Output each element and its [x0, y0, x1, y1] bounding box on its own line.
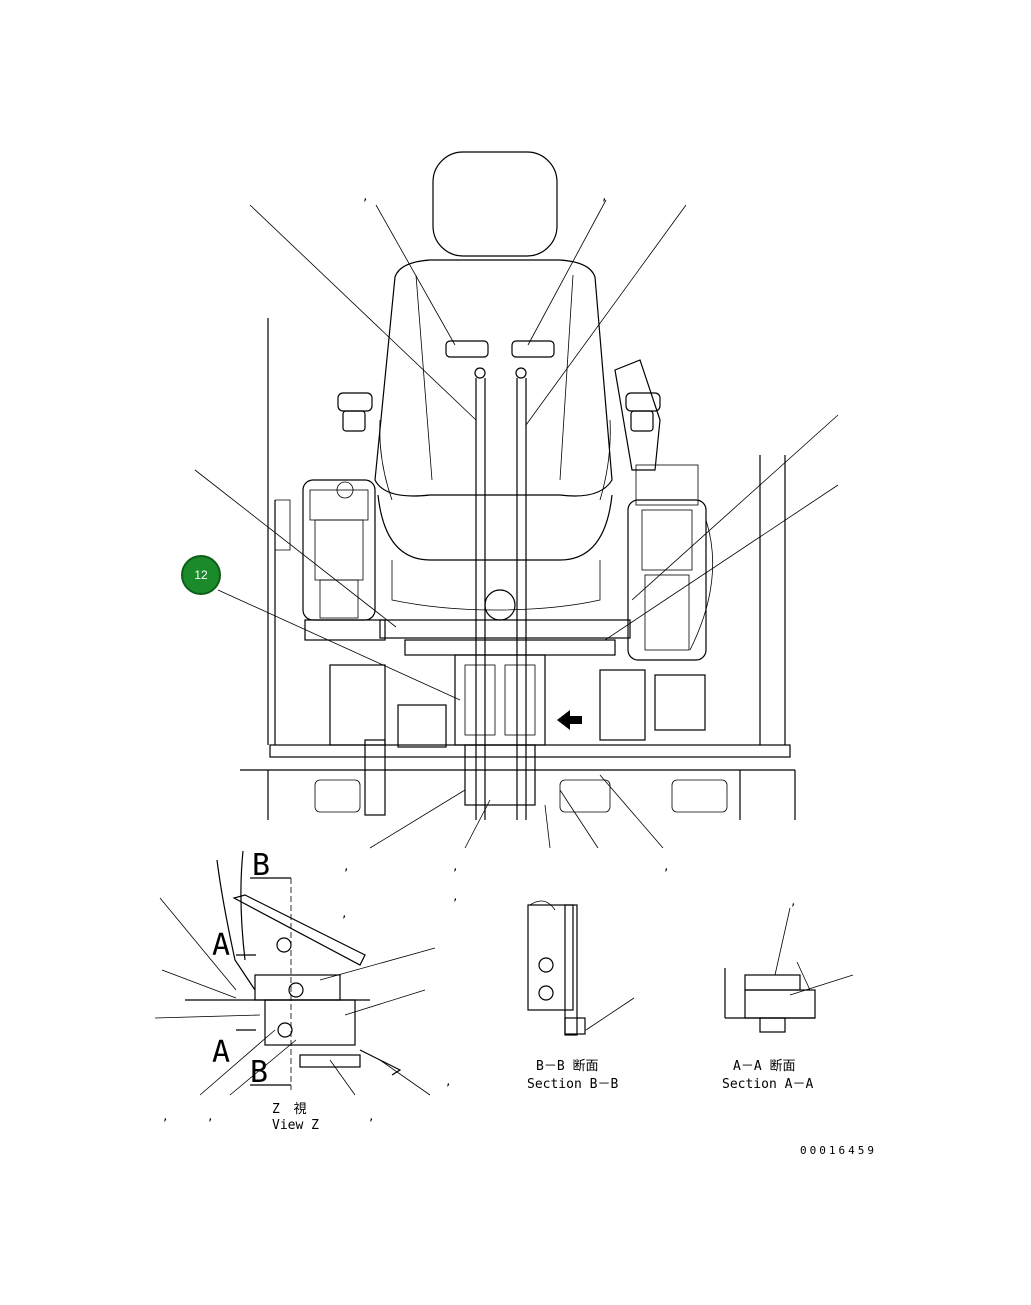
- section-bb-label-jp: B－B 断面: [536, 1059, 598, 1074]
- view-z-label-jp: Z 視: [272, 1102, 310, 1117]
- leader-comma: ,: [207, 1110, 214, 1123]
- leader-comma: ,: [445, 1075, 452, 1088]
- leader-comma: ,: [452, 860, 459, 873]
- leader-lines: [194, 199, 839, 849]
- marker-b-top: B: [252, 848, 270, 883]
- leader-comma: ,: [601, 190, 608, 203]
- seat-base-mechanism: [329, 619, 706, 816]
- leader-comma: ,: [452, 890, 459, 903]
- operator-seat: [337, 151, 661, 820]
- leader-comma: ,: [162, 1110, 169, 1123]
- section-aa-label-jp: A－A 断面: [733, 1059, 795, 1074]
- front-direction-arrow: [557, 710, 582, 730]
- marker-b-bottom: B: [250, 1055, 268, 1090]
- leader-comma: ,: [790, 895, 797, 908]
- view-z-pedal-detail: [154, 850, 436, 1096]
- leader-comma: ,: [343, 860, 350, 873]
- marker-a-top: A: [212, 928, 230, 963]
- callout-number-text: 12: [194, 568, 208, 582]
- diagram-labels: B A A B Z 視 View Z B－B 断面 Section B－B A－…: [162, 190, 877, 1157]
- leader-comma: ,: [368, 1110, 375, 1123]
- drawing-number: 00016459: [800, 1144, 877, 1157]
- view-z-label-en: View Z: [272, 1118, 319, 1133]
- leader-comma: ,: [362, 190, 369, 203]
- section-bb-label-en: Section B－B: [527, 1077, 618, 1092]
- right-control-console: [614, 359, 714, 661]
- leader-comma: ,: [663, 860, 670, 873]
- section-b-b-detail: [527, 900, 635, 1036]
- marker-a-bottom: A: [212, 1035, 230, 1070]
- left-control-console: [302, 479, 386, 641]
- leader-comma: ,: [341, 907, 348, 920]
- callout-number-badge[interactable]: 12: [181, 555, 221, 595]
- section-aa-label-en: Section A－A: [722, 1077, 813, 1092]
- section-a-a-detail: [724, 907, 854, 1033]
